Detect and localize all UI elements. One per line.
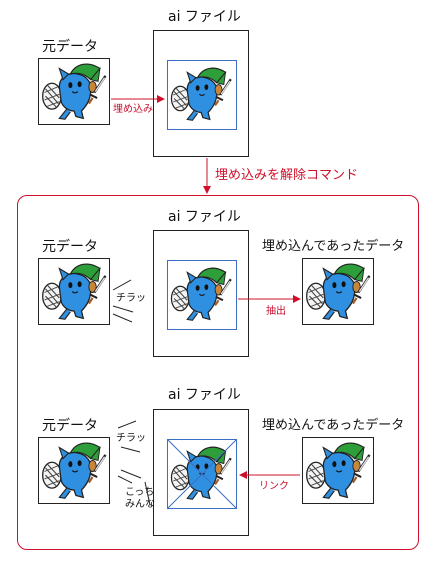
top-source-data-box bbox=[38, 58, 110, 125]
middle-source-data-box bbox=[38, 258, 110, 325]
link-placeholder-cross bbox=[168, 440, 236, 508]
middle-extract-arrow-label: 抽出 bbox=[266, 306, 286, 317]
bottom-embedded-data-label: 埋め込んであったデータ bbox=[262, 418, 405, 433]
bottom-ai-file-box bbox=[153, 409, 249, 536]
bottom-glance-label: チラッ bbox=[116, 433, 146, 444]
bottom-everyone-label-2: みんな bbox=[125, 499, 155, 510]
top-embedded-image bbox=[167, 60, 237, 130]
cat-knight-icon bbox=[170, 267, 232, 322]
middle-ai-file-box bbox=[153, 230, 249, 357]
top-source-label: 元データ bbox=[42, 39, 98, 55]
command-label: 埋め込みを解除コマンド bbox=[215, 168, 359, 183]
bottom-linked-image bbox=[167, 439, 237, 509]
middle-embedded-image bbox=[167, 260, 237, 330]
bottom-source-data-box bbox=[38, 437, 110, 504]
top-ai-file-label: ai ファイル bbox=[168, 9, 241, 25]
cat-knight-icon bbox=[305, 441, 371, 500]
middle-ai-file-label: ai ファイル bbox=[168, 209, 241, 225]
bottom-link-arrow-label: リンク bbox=[259, 481, 289, 492]
cat-knight-icon bbox=[41, 441, 107, 500]
bottom-embedded-data-box bbox=[302, 437, 374, 504]
cat-knight-icon bbox=[305, 262, 371, 321]
top-embed-arrow-label: 埋め込み bbox=[113, 104, 153, 115]
bottom-everyone-label-1: こっち bbox=[125, 487, 155, 498]
command-result-frame bbox=[17, 195, 419, 550]
cat-knight-icon bbox=[170, 67, 232, 122]
cat-knight-icon bbox=[41, 262, 107, 321]
middle-embedded-data-label: 埋め込んであったデータ bbox=[262, 239, 405, 254]
bottom-source-label: 元データ bbox=[42, 418, 98, 434]
middle-glance-label: チラッ bbox=[116, 293, 146, 304]
cat-knight-icon bbox=[41, 62, 107, 121]
middle-extracted-data-box bbox=[302, 258, 374, 325]
middle-source-label: 元データ bbox=[42, 239, 98, 255]
bottom-ai-file-label: ai ファイル bbox=[168, 387, 241, 403]
top-ai-file-box bbox=[153, 30, 249, 157]
